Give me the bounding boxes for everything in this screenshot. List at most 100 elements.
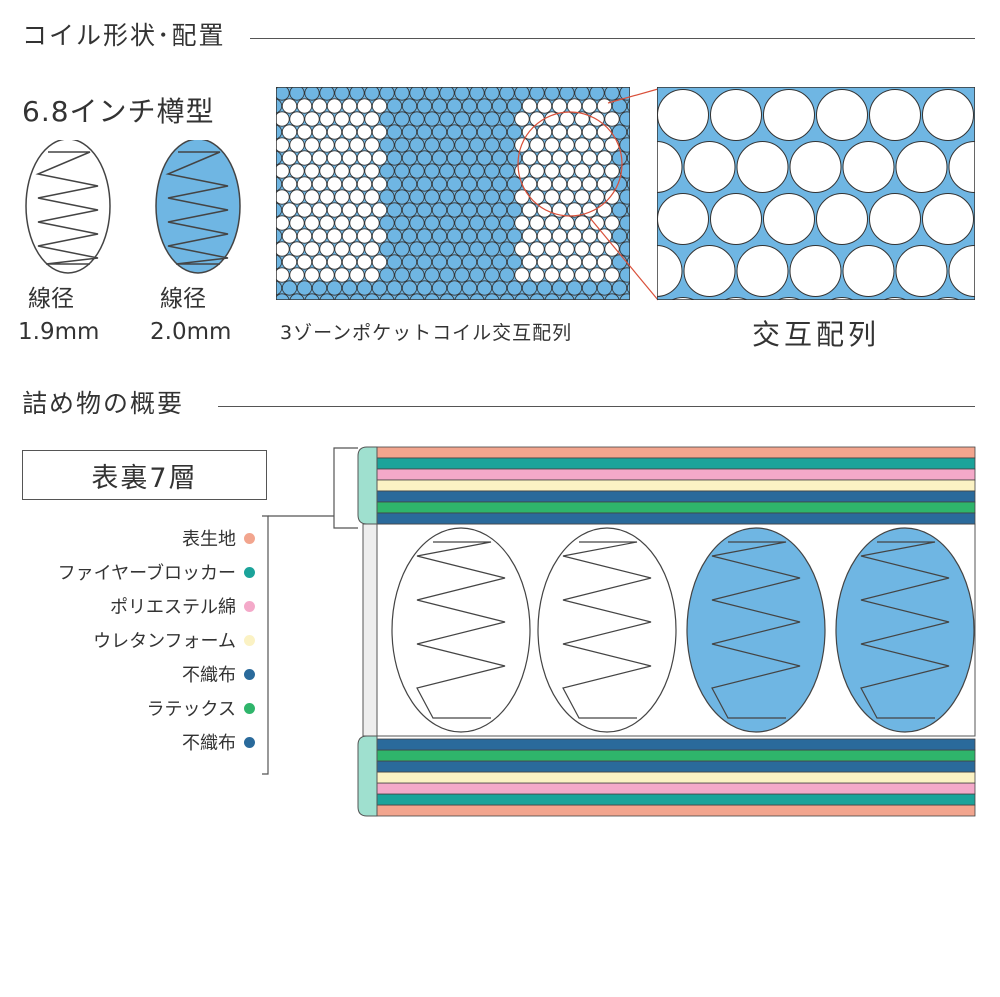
pattern-coil bbox=[401, 124, 418, 140]
pattern-coil bbox=[319, 215, 335, 231]
legend-dot bbox=[244, 668, 255, 680]
pattern-coil bbox=[529, 163, 545, 179]
pattern-coil bbox=[341, 202, 358, 218]
pattern-coil bbox=[349, 87, 365, 101]
pattern-coil bbox=[514, 163, 530, 179]
pattern-coil bbox=[469, 293, 485, 300]
pattern-coil bbox=[499, 241, 515, 257]
pattern-coil bbox=[276, 267, 290, 283]
pattern-coil bbox=[276, 202, 283, 218]
pattern-coil bbox=[536, 254, 553, 270]
pattern-coil bbox=[589, 137, 605, 153]
pattern-coil bbox=[491, 98, 508, 114]
pattern-coil bbox=[581, 124, 598, 140]
top-layer-band bbox=[376, 512, 976, 525]
pattern-coil bbox=[304, 87, 320, 101]
pattern-coil bbox=[499, 111, 515, 127]
pattern-coil bbox=[349, 215, 365, 231]
pattern-coil bbox=[276, 150, 283, 166]
pattern-coil bbox=[356, 202, 373, 218]
pattern-coil bbox=[401, 150, 418, 166]
pattern-coil bbox=[484, 137, 500, 153]
pattern-coil bbox=[484, 163, 500, 179]
pattern-coil bbox=[446, 254, 463, 270]
pattern-coil bbox=[371, 124, 388, 140]
pattern-coil bbox=[454, 163, 470, 179]
legend-item: ウレタンフォーム bbox=[0, 623, 255, 657]
pattern-coil bbox=[364, 87, 380, 101]
pattern-coil bbox=[574, 293, 590, 300]
pattern-coil bbox=[349, 241, 365, 257]
pattern-coil bbox=[334, 267, 350, 283]
pattern-coil bbox=[454, 137, 470, 153]
pattern-coil bbox=[416, 254, 433, 270]
pattern-coil bbox=[446, 280, 463, 296]
pattern-coil bbox=[506, 98, 523, 114]
pattern-coil bbox=[566, 254, 583, 270]
pattern-coil bbox=[379, 215, 395, 231]
zoom-highlight-circle bbox=[517, 111, 623, 217]
pattern-coil bbox=[581, 228, 598, 244]
pattern-coil bbox=[544, 267, 560, 283]
pattern-coil bbox=[326, 202, 343, 218]
pattern-coil bbox=[319, 267, 335, 283]
pattern-coil bbox=[604, 87, 620, 101]
pattern-coil bbox=[296, 150, 313, 166]
zoom-coil bbox=[657, 89, 709, 141]
zoom-coil bbox=[789, 245, 842, 297]
pattern-coil bbox=[424, 241, 440, 257]
pattern-coil bbox=[416, 124, 433, 140]
top-layer-band bbox=[376, 468, 976, 481]
pattern-coil bbox=[341, 98, 358, 114]
pattern-coil bbox=[461, 176, 478, 192]
pattern-coil bbox=[536, 176, 553, 192]
pattern-coil bbox=[296, 176, 313, 192]
layer-legend: 表生地 ファイヤーブロッカー ポリエステル綿 ウレタンフォーム 不織布 ラテック… bbox=[0, 521, 255, 759]
pattern-coil bbox=[364, 293, 380, 300]
pattern-coil bbox=[364, 163, 380, 179]
pattern-coil bbox=[476, 280, 493, 296]
pattern-coil bbox=[356, 254, 373, 270]
pattern-coil bbox=[611, 124, 628, 140]
legend-dot bbox=[244, 702, 255, 714]
pattern-coil bbox=[394, 87, 410, 101]
pattern-coil bbox=[276, 241, 290, 257]
pattern-coil bbox=[469, 137, 485, 153]
pattern-coil bbox=[551, 150, 568, 166]
pattern-coil bbox=[506, 124, 523, 140]
pattern-coil bbox=[319, 189, 335, 205]
pattern-coil bbox=[371, 150, 388, 166]
pattern-coil bbox=[379, 87, 395, 101]
pattern-coil bbox=[574, 163, 590, 179]
pattern-coil bbox=[371, 228, 388, 244]
legend-item: ポリエステル綿 bbox=[0, 589, 255, 623]
pattern-coil bbox=[424, 189, 440, 205]
pattern-coil bbox=[529, 87, 545, 101]
pattern-coil bbox=[566, 150, 583, 166]
pattern-coil bbox=[431, 176, 448, 192]
pattern-coil bbox=[394, 241, 410, 257]
pattern-coil bbox=[326, 280, 343, 296]
pattern-coil bbox=[341, 254, 358, 270]
pattern-coil bbox=[484, 215, 500, 231]
pattern-coil bbox=[566, 124, 583, 140]
pattern-coil bbox=[499, 137, 515, 153]
pattern-coil bbox=[499, 293, 515, 300]
pattern-coil bbox=[281, 254, 298, 270]
bottom-layer-band bbox=[376, 749, 976, 762]
pattern-coil bbox=[596, 280, 613, 296]
pattern-coil bbox=[469, 215, 485, 231]
pattern-coil bbox=[484, 241, 500, 257]
pattern-coil bbox=[589, 215, 605, 231]
pattern-coil bbox=[589, 267, 605, 283]
pattern-coil bbox=[276, 137, 290, 153]
pattern-coil bbox=[356, 176, 373, 192]
pattern-coil bbox=[476, 254, 493, 270]
pattern-coil bbox=[476, 202, 493, 218]
coil-spec-2-value: 2.0mm bbox=[150, 319, 232, 345]
pattern-coil bbox=[521, 202, 538, 218]
pattern-coil bbox=[589, 293, 605, 300]
pattern-coil bbox=[394, 137, 410, 153]
pattern-coil bbox=[334, 215, 350, 231]
zoom-coil bbox=[922, 193, 974, 245]
